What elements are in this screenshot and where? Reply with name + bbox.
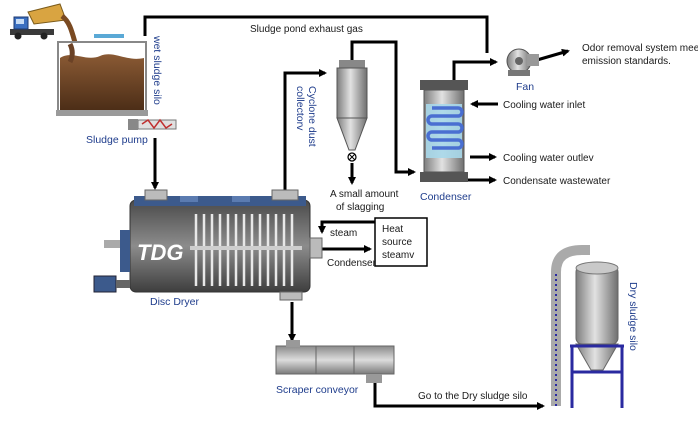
- fan: [506, 48, 539, 76]
- condenser: [420, 80, 468, 182]
- steam-line: [318, 220, 375, 234]
- fan-label: Fan: [516, 81, 534, 93]
- odor-label-line1: Odor removal system meets: [582, 43, 698, 54]
- scraper-to-silo-line: [373, 383, 545, 410]
- cooling-outlet-label: Cooling water outlev: [503, 153, 594, 164]
- dry-sludge-silo-label: Dry sludge silo: [627, 282, 639, 351]
- dry-sludge-silo: [551, 245, 624, 408]
- condenser-label: Condenser: [420, 191, 472, 203]
- exhaust-gas-label: Sludge pond exhaust gas: [250, 24, 363, 35]
- condenser-small-label: Condenser: [327, 258, 377, 269]
- dryer-brand-text: TDG: [137, 240, 183, 265]
- cooling-inlet-label: Cooling water inlet: [503, 100, 585, 111]
- dump-truck: [10, 3, 79, 47]
- fan-outlet-line: [536, 48, 570, 62]
- cyclone-label-line1: Cyclone dust: [306, 86, 318, 147]
- scraper-label: Scraper conveyor: [276, 384, 359, 396]
- steam-label: steam: [330, 228, 357, 239]
- sludge-pump-label: Sludge pump: [86, 134, 148, 146]
- cyclone-label-line2: collectorv: [294, 86, 306, 131]
- exhaust-gas-line: [143, 15, 489, 53]
- wet-sludge-silo: [56, 34, 177, 130]
- cyclone-to-condenser-line: [350, 40, 416, 176]
- scraper-conveyor: [275, 340, 395, 383]
- go-to-silo-label: Go to the Dry sludge silo: [418, 391, 528, 402]
- heat-source-box: [374, 217, 428, 267]
- flow-lines: [143, 15, 570, 410]
- dryer-to-cyclone-line: [283, 69, 327, 193]
- heat-source-line3: steamv: [382, 250, 414, 261]
- disc-dryer-label: Disc Dryer: [150, 296, 200, 308]
- disc-dryer: TDG: [93, 189, 323, 301]
- labels: wet sludge silo Sludge pump Sludge pond …: [86, 24, 698, 402]
- slagging-label-line2: of slagging: [336, 202, 384, 213]
- odor-label-line2: emission standards.: [582, 56, 671, 67]
- condenser-to-fan-line: [452, 58, 498, 80]
- heat-source-line2: source: [382, 237, 412, 248]
- slagging-label-line1: A small amount: [330, 189, 399, 200]
- condensate-label: Condensate wastewater: [503, 176, 611, 187]
- heat-source-line1: Heat: [382, 224, 403, 235]
- cyclone-dust-collector: [336, 60, 368, 162]
- wet-sludge-silo-label: wet sludge silo: [151, 35, 163, 105]
